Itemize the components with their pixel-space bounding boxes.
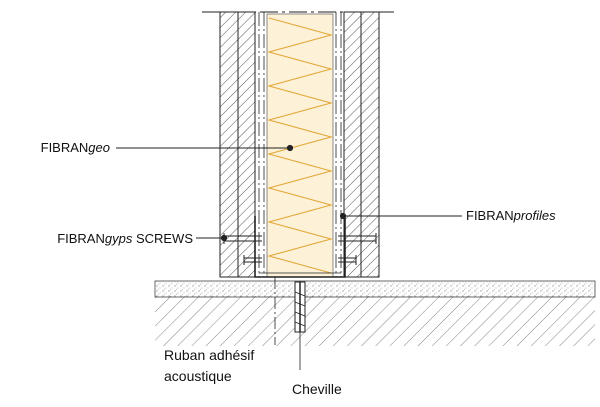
left-screws [223, 233, 262, 265]
label-fibranprofiles: FIBRANprofiles [466, 208, 556, 223]
label-cheville: Cheville [292, 381, 342, 397]
right-inner-board [343, 11, 362, 278]
anchor-cheville [294, 281, 306, 370]
label-ruban-line1: Ruban adhésif [164, 347, 254, 363]
leader-screws-dot [220, 234, 228, 242]
right-screws [338, 233, 377, 265]
insulation-zigzag [266, 17, 334, 274]
bottom-track [254, 216, 346, 278]
label-ruban-line2: acoustique [164, 368, 232, 384]
leader-geo-dot [286, 144, 294, 152]
ground-hatch [155, 296, 595, 346]
label-fibrangeo: FIBRANgeo [41, 140, 110, 155]
left-inner-board [237, 11, 256, 278]
label-fibrangyps-screws: FIBRANgyps SCREWS [57, 231, 193, 246]
leader-profiles-dot [339, 212, 347, 220]
right-outer-board [360, 11, 380, 278]
floor-screed [154, 280, 596, 298]
